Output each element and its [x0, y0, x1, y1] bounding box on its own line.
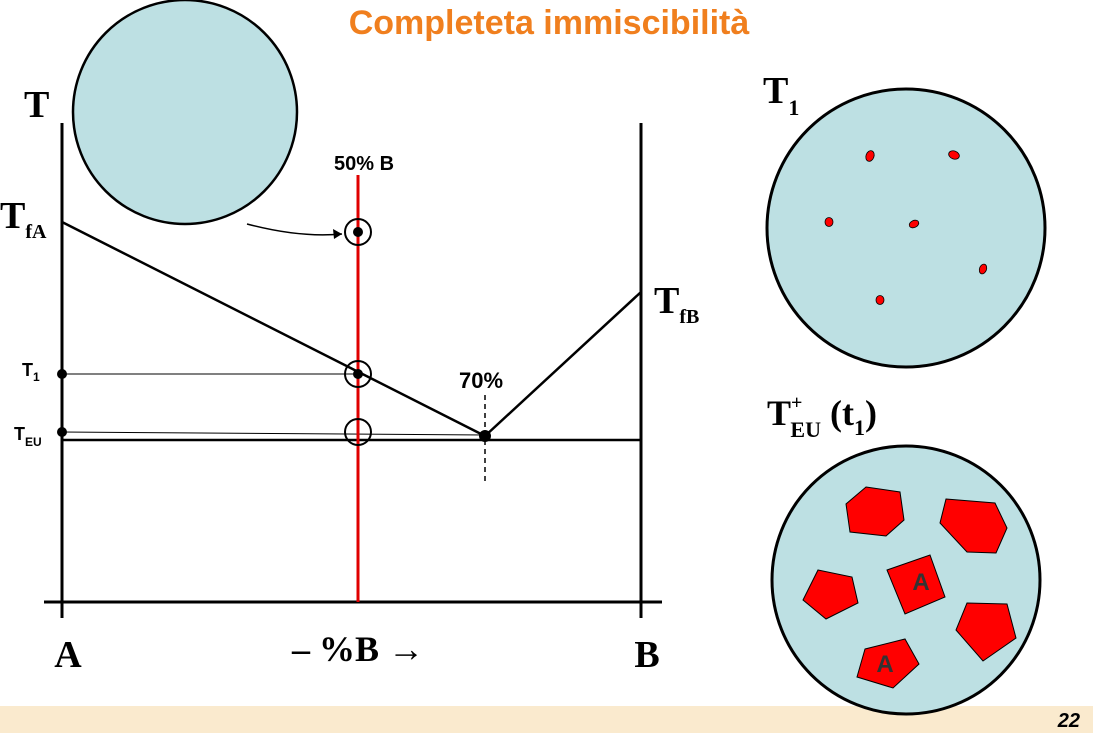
state-point-T1	[353, 369, 363, 379]
crystal-A	[856, 638, 920, 689]
crystal-label-A: A	[876, 651, 893, 678]
pointer-arrow	[246, 223, 343, 236]
eutectic-point	[479, 430, 491, 442]
nucleus	[824, 217, 834, 227]
nucleus	[978, 263, 988, 275]
composition-label: 50% B	[334, 153, 394, 175]
pointer-arrowhead	[333, 229, 342, 239]
nucleus	[865, 150, 875, 162]
crystal-A	[955, 602, 1017, 662]
slide-title: Completeta immiscibilità	[349, 4, 750, 42]
micrograph-T1-title: T1	[763, 70, 799, 120]
micrograph-T1-circle	[765, 87, 1047, 369]
eutectic-composition-label: 70%	[459, 368, 503, 393]
T1-label: T1	[22, 360, 40, 384]
TfB-label: TfB	[654, 280, 699, 328]
state-point-T1-ring	[344, 360, 372, 388]
micrograph-TEU-title: T+EU (t1)	[767, 392, 877, 442]
nucleus	[908, 219, 920, 229]
axis-T-label: T	[24, 84, 49, 126]
crystal-A	[939, 498, 1008, 554]
page-number: 22	[1057, 710, 1080, 732]
x-axis-label: – %B →	[291, 629, 424, 669]
crystal-A	[886, 554, 946, 615]
nucleus	[875, 295, 885, 305]
T1-axis-point	[57, 369, 67, 379]
state-point-liquid-ring	[344, 218, 372, 246]
nucleus	[948, 150, 960, 160]
liquidus-B	[484, 291, 642, 437]
TEU-guide-line	[61, 431, 486, 436]
TEU-axis-point	[57, 427, 67, 437]
TfA-label: TfA	[0, 195, 47, 243]
TEU-label: TEU	[14, 424, 42, 449]
crystal-label-A: A	[912, 569, 929, 596]
component-A-label: A	[54, 634, 82, 676]
crystal-A	[845, 486, 905, 537]
component-B-label: B	[634, 634, 659, 676]
state-point-liquid	[353, 227, 363, 237]
crystal-A	[802, 569, 859, 620]
liquidus-A	[61, 220, 486, 438]
state-point-TEU-ring	[344, 418, 372, 446]
liquid-grain-circle	[71, 0, 299, 226]
